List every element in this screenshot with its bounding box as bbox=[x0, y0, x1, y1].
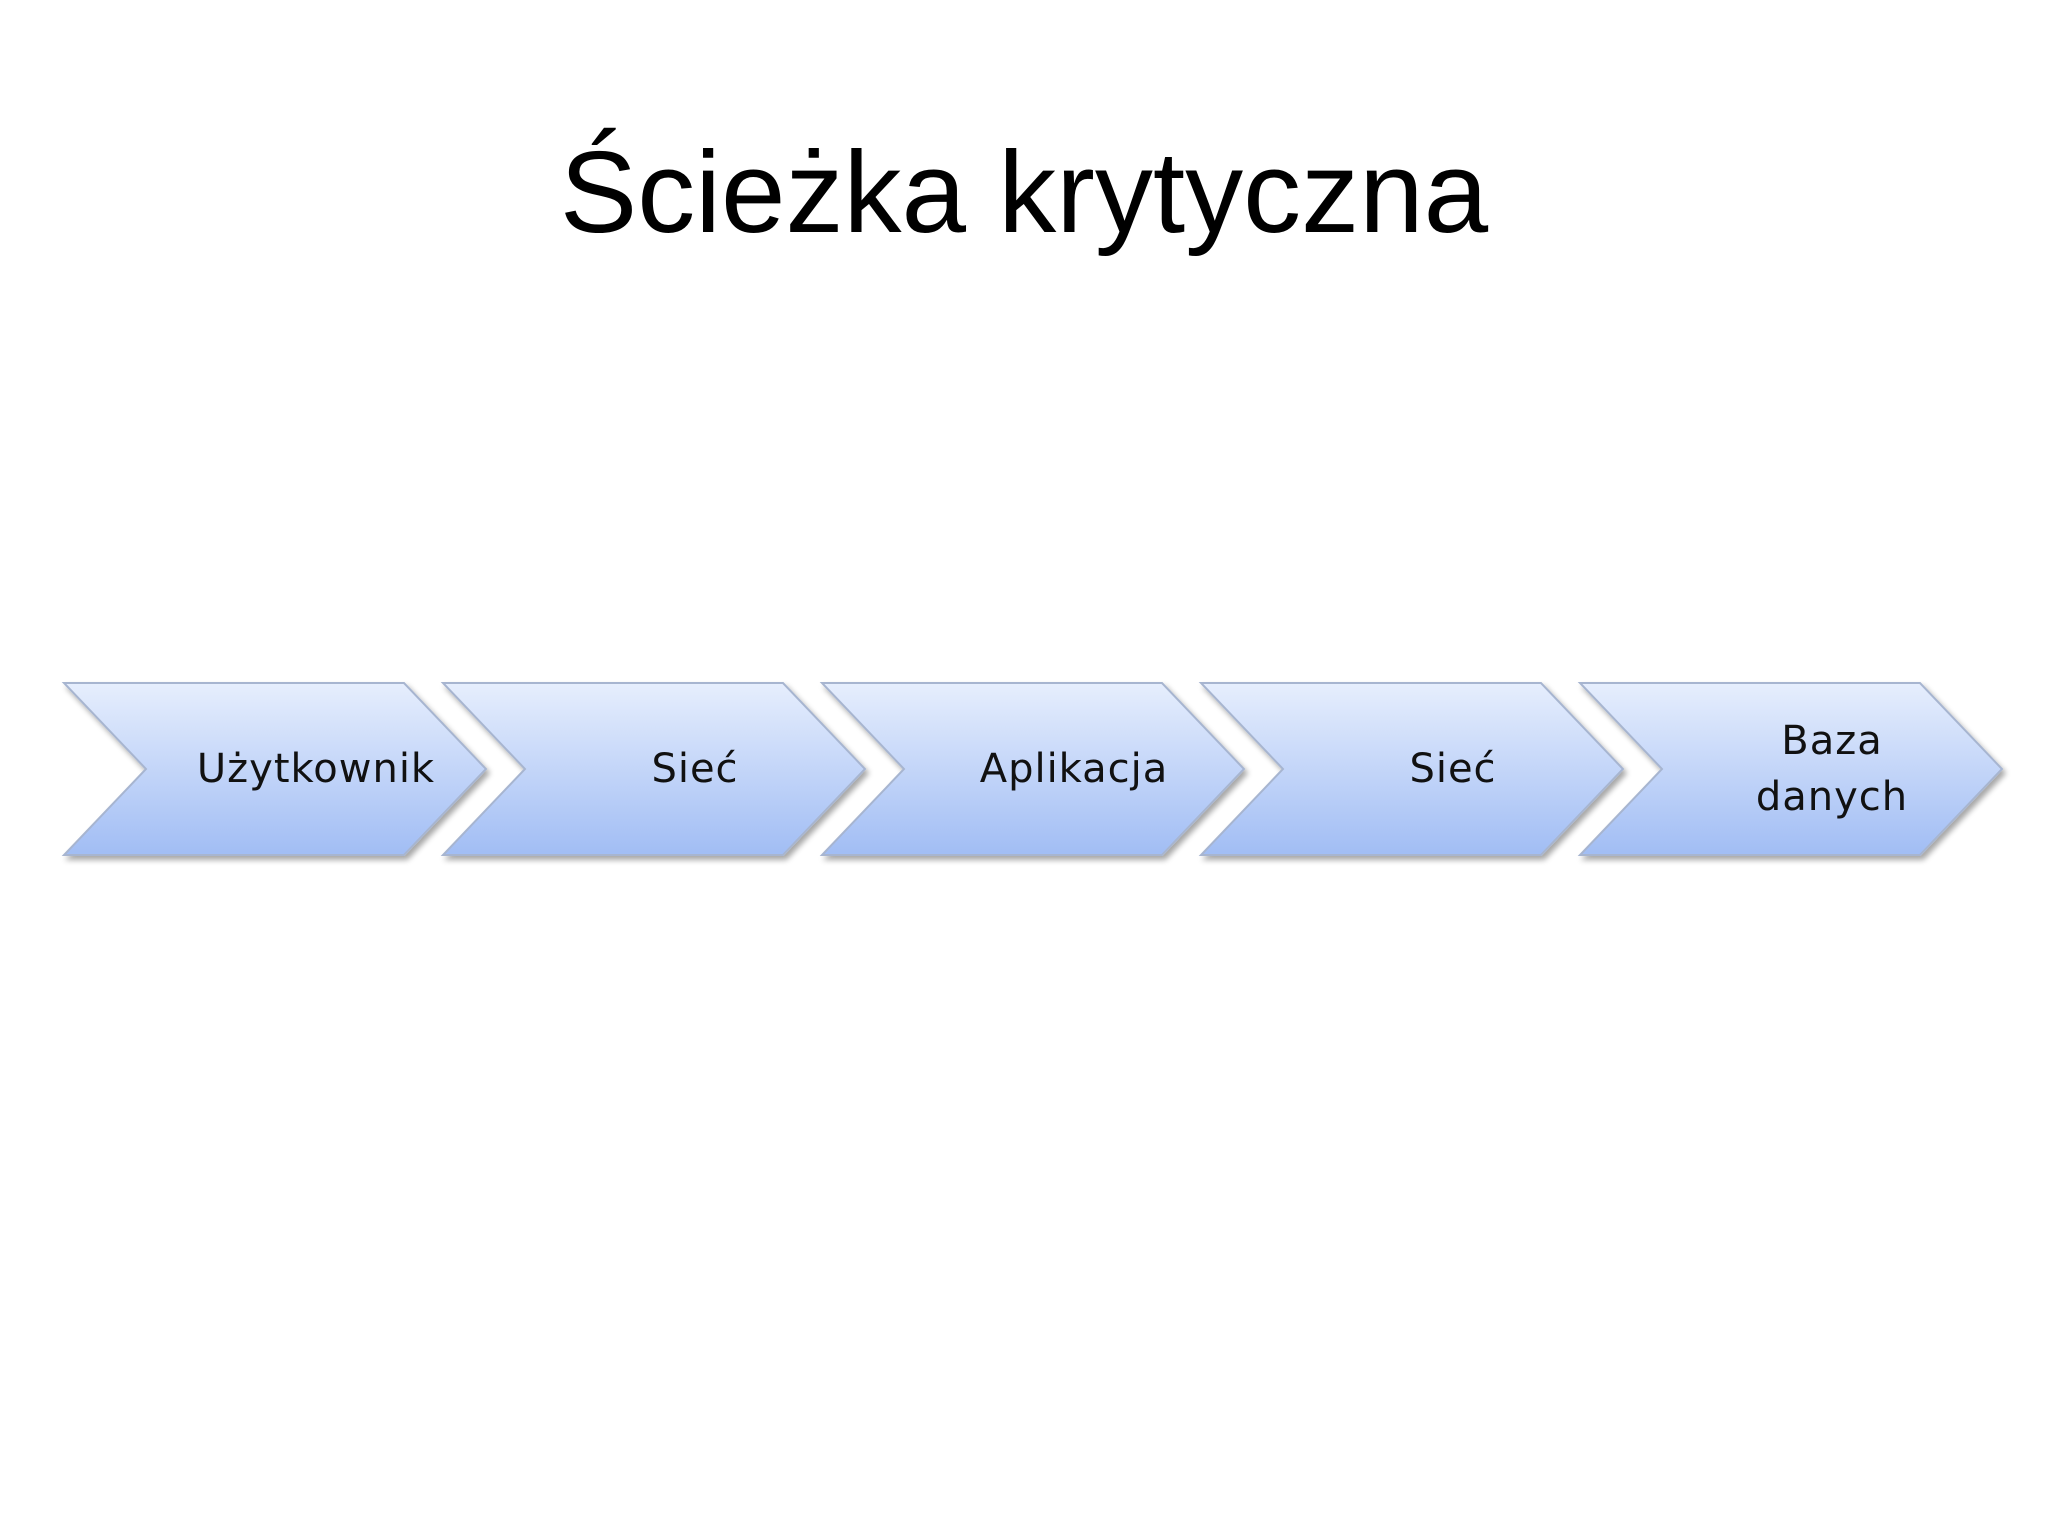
flow-step-chevron bbox=[1577, 682, 2004, 856]
flow-step-chevron bbox=[61, 682, 488, 856]
flow-step-chevron bbox=[440, 682, 867, 856]
flow-step-chevron bbox=[1198, 682, 1625, 856]
flow-step-chevron bbox=[819, 682, 1246, 856]
slide-title: Ścieżka krytyczna bbox=[559, 127, 1489, 257]
